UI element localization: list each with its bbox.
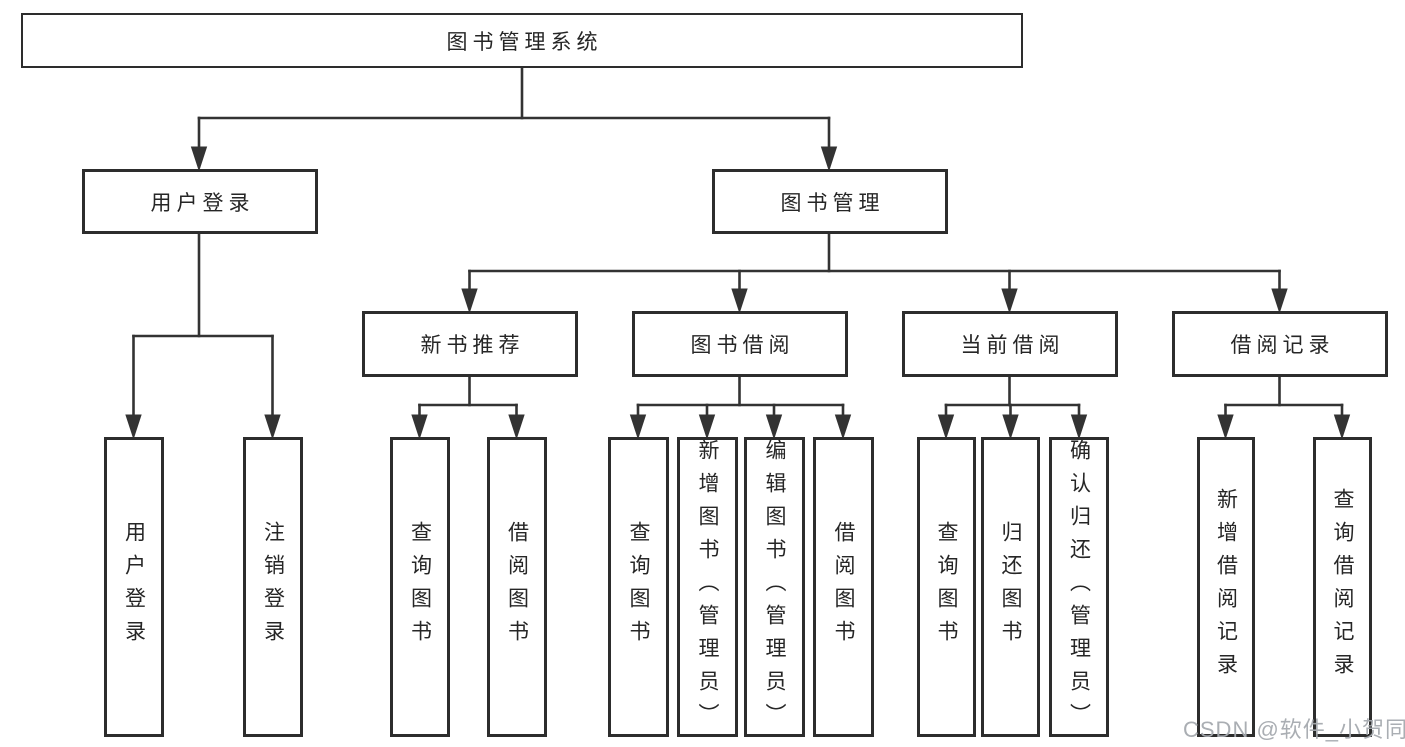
node-book-borrow: 图书借阅: [632, 311, 848, 377]
node-label: 归还图书: [999, 521, 1022, 653]
node-label: 借阅图书: [832, 521, 855, 653]
node-label: 查询图书: [935, 521, 958, 653]
node-label: 查询借阅记录: [1331, 488, 1354, 686]
node-label: 确认归还（管理员）: [1067, 438, 1091, 736]
node-current-query-books: 查询图书: [917, 437, 976, 737]
node-recommend-borrow-books: 借阅图书: [487, 437, 547, 737]
node-current-return-books: 归还图书: [981, 437, 1040, 737]
node-borrow-query-books: 查询图书: [608, 437, 669, 737]
node-root: 图书管理系统: [21, 13, 1023, 68]
node-label: 注销登录: [261, 521, 285, 653]
node-label: 新增借阅记录: [1214, 488, 1238, 686]
node-label: 编辑图书（管理员）: [763, 438, 786, 736]
node-label: 查询图书: [408, 521, 432, 653]
node-label: 查询图书: [627, 521, 650, 653]
node-borrow-edit-books-admin: 编辑图书（管理员）: [744, 437, 805, 737]
csdn-watermark: CSDN @软件_小贺同学: [1183, 717, 1405, 742]
node-new-book-recommend: 新书推荐: [362, 311, 578, 377]
node-label: 新增图书（管理员）: [696, 438, 719, 736]
node-user-login: 用户登录: [104, 437, 164, 737]
node-borrow-borrow-books: 借阅图书: [813, 437, 874, 737]
node-logout: 注销登录: [243, 437, 303, 737]
node-user-login-group: 用户登录: [82, 169, 318, 234]
node-recommend-query-books: 查询图书: [390, 437, 450, 737]
node-book-management: 图书管理: [712, 169, 948, 234]
node-borrow-add-books-admin: 新增图书（管理员）: [677, 437, 738, 737]
node-borrow-records: 借阅记录: [1172, 311, 1388, 377]
node-current-borrow: 当前借阅: [902, 311, 1118, 377]
node-current-confirm-return-admin: 确认归还（管理员）: [1049, 437, 1109, 737]
node-records-query-record: 查询借阅记录: [1313, 437, 1372, 737]
node-label: 用户登录: [122, 521, 146, 653]
node-records-add-record: 新增借阅记录: [1197, 437, 1255, 737]
node-label: 借阅图书: [505, 521, 529, 653]
